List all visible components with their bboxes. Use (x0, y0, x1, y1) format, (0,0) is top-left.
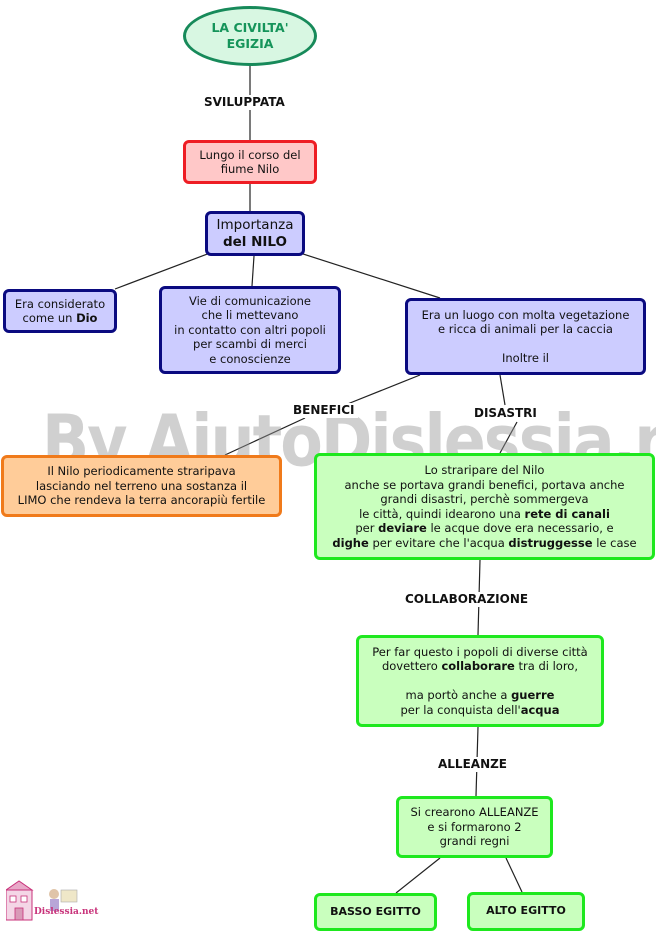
collab-guerre: guerre (511, 688, 555, 703)
node-benefici: Il Nilo periodicamente straripava lascia… (1, 455, 282, 517)
disastri-dighe: dighe (332, 535, 369, 550)
label-sviluppata: SVILUPPATA (201, 95, 288, 110)
dio-text: Era considerato come un (14, 296, 106, 326)
title-text: LA CIVILTA' EGIZIA (211, 20, 289, 51)
disastri-line5c: le acque dove era necessario, e (426, 521, 614, 535)
node-vie-text: Vie di comunicazione che li mettevano in… (174, 293, 326, 366)
node-vie-comunicazione: Vie di comunicazione che li mettevano in… (159, 286, 341, 374)
disastri-line4: le città, quindi idearono una (359, 506, 525, 521)
disastri-line2: anche se portava grandi benefici, portav… (344, 477, 625, 492)
collab-collaborare: collaborare (441, 659, 515, 674)
disastri-line5a: per (355, 521, 379, 535)
disastri-deviare: deviare (378, 521, 427, 535)
disastri-line6b: per evitare che l'acqua (368, 535, 509, 550)
dio-bold: Dio (76, 311, 98, 325)
basso-egitto-text: BASSO EGITTO (330, 904, 421, 918)
label-alleanze: ALLEANZE (435, 757, 511, 772)
node-benefici-text: Il Nilo periodicamente straripava lascia… (17, 464, 266, 508)
disastri-line6d: le case (592, 535, 637, 550)
label-collaborazione: COLLABORAZIONE (402, 592, 532, 607)
disastri-distruggesse: distruggesse (508, 535, 593, 550)
collab-line1: Per far questo i popoli di diverse città (372, 644, 588, 659)
node-luogo: Era un luogo con molta vegetazione e ric… (405, 298, 646, 375)
importanza-line2: del NILO (222, 233, 288, 250)
disastri-line3: grandi disastri, perchè sommergeva (380, 492, 589, 506)
logo-image (6, 880, 78, 921)
node-alto-egitto: ALTO EGITTO (467, 892, 585, 931)
node-nilo-course: Lungo il corso del fiume Nilo (183, 140, 317, 184)
node-alleanze-text: Si crearono ALLEANZE e si formarono 2 gr… (410, 805, 539, 849)
collab-acqua: acqua (520, 702, 560, 717)
node-disastri: Lo straripare del Nilo anche se portava … (314, 453, 655, 560)
collab-line4a: per la conquista dell' (400, 702, 521, 717)
collab-line2a: dovettero (381, 659, 442, 674)
node-dio: Era considerato come un Dio (3, 289, 117, 333)
node-basso-egitto: BASSO EGITTO (314, 893, 437, 931)
logo-text: Dislessia.net (34, 907, 99, 917)
disastri-line1: Lo straripare del Nilo (424, 463, 545, 477)
label-benefici: BENEFICI (290, 403, 358, 418)
node-alleanze: Si crearono ALLEANZE e si formarono 2 gr… (396, 796, 553, 858)
disastri-rete-canali: rete di canali (524, 506, 610, 521)
alto-egitto-text: ALTO EGITTO (486, 904, 566, 918)
collab-line3a: ma portò anche a (405, 688, 512, 703)
collab-line2c: tra di loro, (514, 659, 579, 674)
node-luogo-text: Era un luogo con molta vegetazione e ric… (421, 307, 630, 366)
label-disastri: DISASTRI (471, 406, 540, 421)
title-node: LA CIVILTA' EGIZIA (183, 6, 317, 66)
node-collaborazione: Per far questo i popoli di diverse città… (356, 635, 604, 727)
node-nilo-course-text: Lungo il corso del fiume Nilo (199, 147, 301, 177)
importanza-line1: Importanza (216, 216, 294, 233)
